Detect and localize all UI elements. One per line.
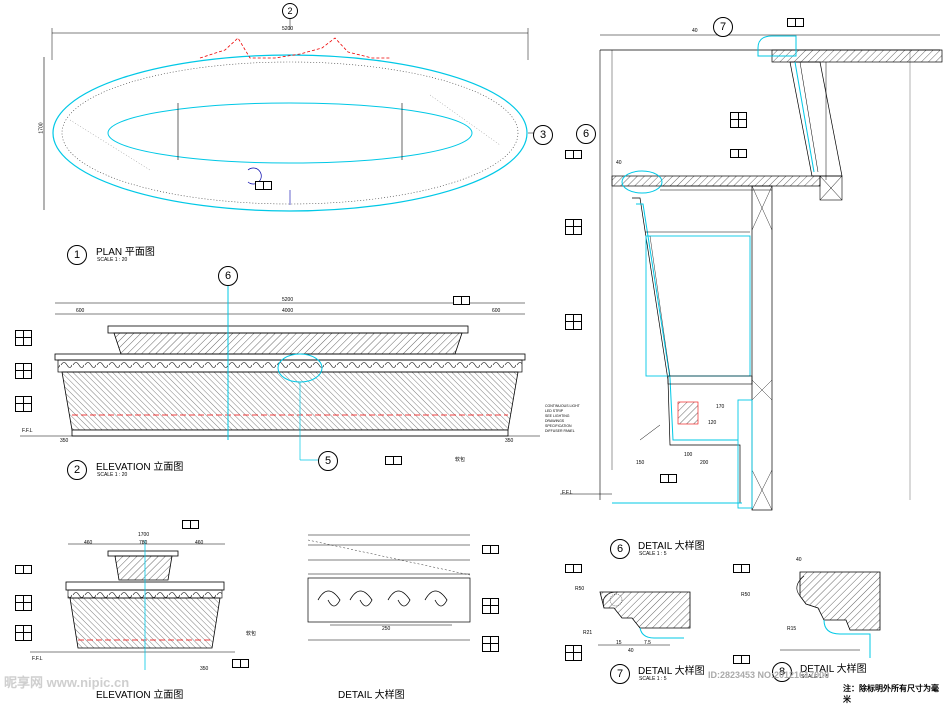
dim-d7-e: R21 — [583, 630, 593, 636]
detail-number-2: 2 — [67, 460, 87, 480]
section-detail-view — [560, 34, 943, 511]
dim-elev-right: 600 — [492, 308, 501, 314]
material-tag[interactable] — [385, 456, 402, 465]
detail-title-moulding-7: DETAIL 大样图 — [638, 666, 705, 677]
dim-d6-e: 170 — [716, 404, 725, 410]
moulding-detail-7 — [598, 591, 691, 646]
material-tag[interactable] — [255, 181, 272, 190]
callout-bubble-6-section[interactable]: 6 — [576, 124, 596, 144]
callout-bubble-6[interactable]: 6 — [218, 266, 238, 286]
detail-scale-section: SCALE 1 : 5 — [639, 551, 667, 557]
note-line: SEE LIGHTING — [545, 414, 570, 418]
dim-d7-a: 15 — [616, 640, 622, 646]
dim-side-mid: 780 — [139, 540, 148, 546]
material-tag[interactable] — [660, 474, 677, 483]
elevation-view — [20, 280, 540, 461]
note-line: DRAWINGS — [545, 419, 565, 423]
material-tag[interactable] — [15, 403, 32, 412]
callout-bubble-7[interactable]: 7 — [713, 17, 733, 37]
material-tag[interactable] — [482, 643, 499, 652]
dim-d6-f: 120 — [708, 420, 717, 426]
dim-d8-b: R50 — [741, 592, 751, 598]
material-tag[interactable] — [733, 564, 750, 573]
material-tag[interactable] — [15, 632, 32, 641]
elevation-material-note: 软包 — [455, 457, 466, 463]
detail-title-moulding-8: DETAIL 大样图 — [800, 664, 867, 675]
plan-view — [43, 3, 548, 212]
detail-number-8: 8 — [772, 662, 792, 682]
detail-number-1: 1 — [67, 245, 87, 265]
callout-bubble-2[interactable]: 2 — [282, 3, 298, 19]
note-line: SPECIFICATION — [545, 424, 572, 428]
dim-d6-g: 100 — [684, 452, 693, 458]
lighting-notes: CONTINUOUS LIGHT LED STRIP SEE LIGHTING … — [545, 404, 580, 434]
dim-plan-width: 5200 — [282, 26, 294, 32]
material-tag[interactable] — [733, 655, 750, 664]
note-line: CONTINUOUS LIGHT — [545, 404, 580, 408]
detail-scale-elevation: SCALE 1 : 20 — [97, 472, 128, 478]
note-line: LED STRIP — [545, 409, 564, 413]
material-tag[interactable] — [565, 652, 582, 661]
dim-side-right: 460 — [195, 540, 204, 546]
dim-d8-c: R15 — [787, 626, 797, 632]
detail-number-7: 7 — [610, 664, 630, 684]
material-tag[interactable] — [730, 149, 747, 158]
dim-detail5-width: 250 — [382, 626, 391, 632]
material-tag[interactable] — [565, 564, 582, 573]
dim-d6-top: 40 — [692, 28, 698, 34]
dim-side-foot: 350 — [200, 666, 209, 672]
dim-plan-depth: 1700 — [38, 122, 45, 134]
scroll-detail-view — [307, 534, 471, 641]
dim-d6-i: 200 — [700, 460, 709, 466]
dim-side-left: 460 — [84, 540, 93, 546]
detail-title-elevation: ELEVATION 立面图 — [96, 462, 184, 473]
material-tag[interactable] — [730, 119, 747, 128]
watermark-right: ID:2823453 NO:20121617000 — [708, 670, 830, 680]
detail-scale-moulding-7: SCALE 1 : 5 — [639, 676, 667, 682]
watermark-left: 昵享网 www.nipic.cn — [4, 675, 130, 690]
dim-side-total: 1700 — [138, 532, 150, 538]
dim-elev-inner: 4000 — [282, 308, 294, 314]
dim-elev-foot-left: 350 — [60, 438, 69, 444]
dim-elev-left: 600 — [76, 308, 85, 314]
floor-level-marker-side: F.F.L — [32, 656, 43, 662]
note-line: DIFFUSER PANEL — [545, 429, 575, 433]
material-tag[interactable] — [453, 296, 470, 305]
material-tag[interactable] — [482, 605, 499, 614]
callout-bubble-5[interactable]: 5 — [318, 451, 338, 471]
detail-title-plan: PLAN 平面图 — [96, 247, 155, 258]
side-elevation-view — [30, 540, 235, 670]
floor-level-marker-section: F.F.L — [562, 490, 573, 496]
material-tag[interactable] — [565, 226, 582, 235]
detail-scale-moulding-8: SCALE 1 : 5 — [801, 674, 829, 680]
detail-number-6: 6 — [610, 539, 630, 559]
material-tag[interactable] — [182, 520, 199, 529]
dim-d6-a: 40 — [616, 160, 622, 166]
dim-elev-overall: 5200 — [282, 297, 294, 303]
material-tag[interactable] — [15, 337, 32, 346]
material-tag[interactable] — [787, 18, 804, 27]
detail-title-section: DETAIL 大样图 — [638, 541, 705, 552]
moulding-detail-8 — [780, 571, 881, 658]
dim-d8-a: 40 — [796, 557, 802, 563]
material-tag[interactable] — [15, 565, 32, 574]
detail-scale-plan: SCALE 1 : 20 — [97, 257, 128, 263]
material-tag[interactable] — [15, 602, 32, 611]
dim-d7-b: 7.5 — [644, 640, 651, 646]
dim-d7-r: R50 — [575, 586, 585, 592]
dim-elev-foot-right: 350 — [505, 438, 514, 444]
floor-level-marker-elevation: F.F.L — [22, 428, 33, 434]
callout-bubble-3[interactable]: 3 — [533, 125, 553, 145]
material-tag[interactable] — [232, 659, 249, 668]
footer-note: 注：除标明外所有尺寸为毫米 — [843, 684, 939, 704]
side-material-note: 软包 — [246, 631, 257, 637]
dim-d7-d: 40 — [628, 648, 634, 654]
material-tag[interactable] — [482, 545, 499, 554]
material-tag[interactable] — [15, 370, 32, 379]
material-tag[interactable] — [565, 150, 582, 159]
material-tag[interactable] — [565, 321, 582, 330]
dim-d6-h: 150 — [636, 460, 645, 466]
